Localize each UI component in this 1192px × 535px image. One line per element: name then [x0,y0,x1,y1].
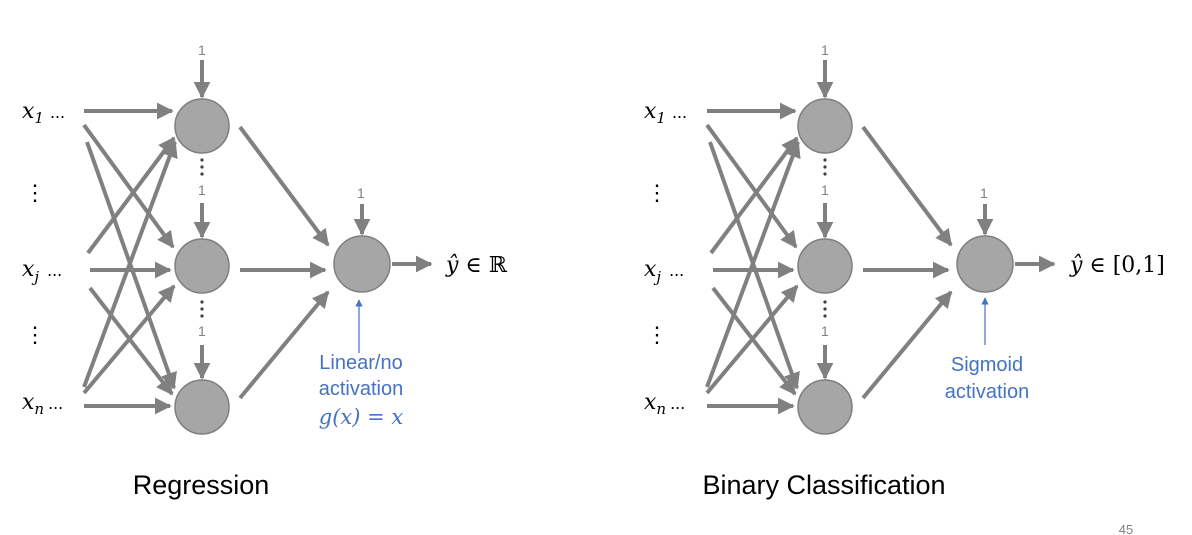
hidden-nodes [797,98,853,435]
hidden-bias-labels: 1 1 1 [198,42,206,339]
slide-number: 45 [1119,522,1133,535]
hidden-node-3 [797,379,853,435]
edge-xn-h1 [705,140,801,388]
input-vdots-lower: ⋮ [646,323,668,348]
edge-xj-h3 [711,286,797,396]
regression-panel: x1... xj... xn... ⋮ ⋮ 1 1 1 [22,42,508,500]
hidden-output-edges [238,125,433,400]
hidden-nodes [174,98,230,435]
edge-xn-h1 [82,140,178,388]
edge-h1-out [238,125,330,247]
hidden-dots [200,158,204,318]
input-vdots-upper: ⋮ [24,181,46,206]
hidden-node-1 [797,98,853,154]
edge-xj-h1 [709,136,799,255]
input-edges [705,102,801,415]
bias-label: 1 [980,185,988,201]
bias-label: 1 [821,323,829,339]
output-label: ŷ ∈ ℝ [445,253,508,278]
panel-title: Regression [133,470,270,500]
bias-label: 1 [821,182,829,198]
hidden-node-1 [174,98,230,154]
hidden-node-2 [174,238,230,294]
input-label-x1: x1... [22,99,65,127]
input-vdots-upper: ⋮ [646,181,668,206]
edge-xj-h1 [86,136,176,255]
hidden-dots [823,158,827,318]
binary-panel: x1... xj... xn... ⋮ ⋮ 1 1 1 [644,42,1165,500]
edge-h3-out [861,290,953,400]
output-label: ŷ ∈ [0,1] [1069,253,1165,278]
panel-title: Binary Classification [702,470,945,500]
output-node [956,235,1014,293]
input-label-xj: xj... [644,257,684,286]
input-edges [82,102,178,415]
input-vdots-lower: ⋮ [24,323,46,348]
input-label-xn: xn... [22,390,63,418]
annotation-line-1: Linear/no [319,352,402,374]
edge-h1-out [861,125,953,247]
edge-h3-out [238,290,330,400]
hidden-output-edges [861,125,1056,400]
input-label-x1: x1... [644,99,687,127]
hidden-node-2 [797,238,853,294]
edge-xn-h2 [82,284,176,395]
annotation-line-1: Sigmoid [951,354,1023,376]
bias-label: 1 [357,185,365,201]
annotation-line-2: activation [945,381,1030,403]
bias-label: 1 [198,323,206,339]
annotation-math: g(x) = x [319,405,404,429]
edge-xj-h3 [88,286,174,396]
hidden-bias-labels: 1 1 1 [821,42,829,339]
input-label-xn: xn... [644,390,685,418]
edge-x1-h2 [705,123,798,249]
bias-label: 1 [821,42,829,58]
hidden-node-3 [174,379,230,435]
output-node [333,235,391,293]
bias-label: 1 [198,42,206,58]
edge-x1-h2 [82,123,175,249]
annotation-line-2: activation [319,378,404,400]
edge-xn-h2 [705,284,799,395]
bias-label: 1 [198,182,206,198]
input-label-xj: xj... [22,257,62,286]
